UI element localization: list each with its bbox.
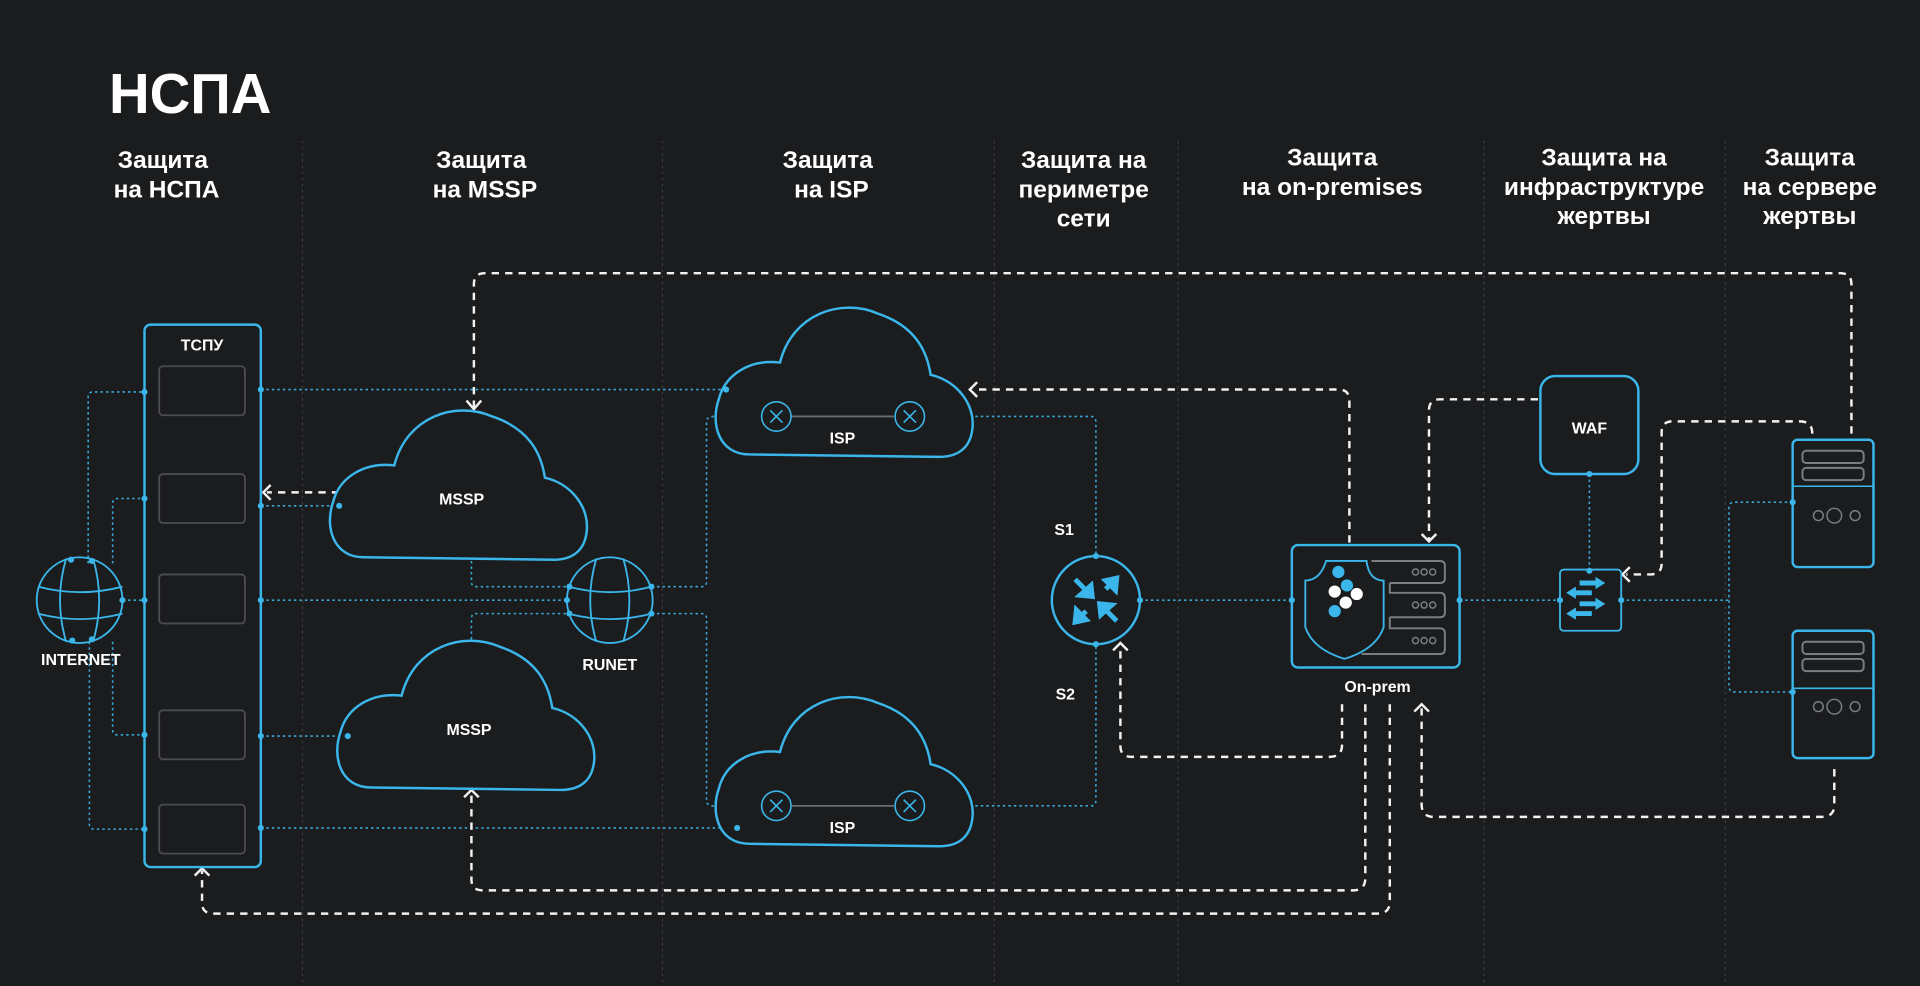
network-links	[87, 388, 1793, 830]
mitigation-flows	[193, 271, 1853, 915]
isp-bottom-node[interactable]: ISP	[714, 695, 974, 848]
globe-icon	[566, 556, 654, 644]
mssp-bottom-node[interactable]: MSSP	[336, 639, 596, 792]
router-icon	[894, 400, 926, 432]
mssp-bottom-label: MSSP	[446, 722, 491, 739]
drive-bay	[1801, 657, 1865, 673]
runet-node[interactable]: RUNET	[563, 556, 655, 674]
drive-bay	[1801, 640, 1865, 655]
onprem-node[interactable]: On-prem	[1288, 543, 1463, 696]
tspu-slot	[158, 803, 246, 855]
tspu-slot	[158, 709, 246, 761]
victim-server-bottom[interactable]	[1789, 629, 1875, 760]
tspu-label: ТСПУ	[181, 337, 225, 354]
page-title: НСПА	[109, 62, 271, 125]
onprem-label: On-prem	[1344, 679, 1410, 696]
drive-bay	[1801, 449, 1865, 464]
cloud-icon	[328, 409, 589, 561]
server-rack-icon	[1361, 559, 1446, 655]
mssp-top-node[interactable]: MSSP	[328, 409, 589, 561]
perimeter-router-node[interactable]: S1 S2	[1050, 522, 1144, 703]
globe-icon	[35, 556, 124, 644]
waf-node[interactable]: WAF	[1539, 374, 1640, 478]
shield-icon	[1304, 560, 1385, 660]
server-status-lights	[1812, 698, 1861, 715]
s1-label: S1	[1054, 522, 1074, 539]
router-icon	[894, 790, 926, 822]
internet-node[interactable]: INTERNET	[35, 556, 126, 669]
router-arrows-icon	[1072, 574, 1120, 626]
cloud-icon	[336, 639, 596, 792]
switch-node[interactable]	[1556, 567, 1625, 632]
waf-label: WAF	[1572, 421, 1608, 438]
internet-label: INTERNET	[41, 652, 121, 669]
column-dividers	[301, 140, 1726, 986]
runet-label: RUNET	[582, 657, 637, 674]
isp-top-label: ISP	[830, 430, 856, 447]
server-status-lights	[1812, 507, 1861, 524]
router-icon	[760, 400, 792, 432]
router-icon	[760, 790, 792, 822]
tspu-slot	[158, 573, 246, 625]
tspu-node[interactable]: ТСПУ	[141, 323, 264, 869]
mssp-top-label: MSSP	[439, 492, 484, 509]
isp-top-node[interactable]: ISP	[714, 306, 974, 459]
switch-arrows-icon	[1566, 576, 1606, 620]
tspu-slot	[158, 365, 246, 417]
isp-bottom-label: ISP	[830, 820, 856, 837]
s2-label: S2	[1056, 686, 1076, 703]
victim-server-top[interactable]	[1789, 438, 1875, 569]
tspu-slot	[158, 473, 246, 524]
drive-bay	[1801, 466, 1865, 482]
